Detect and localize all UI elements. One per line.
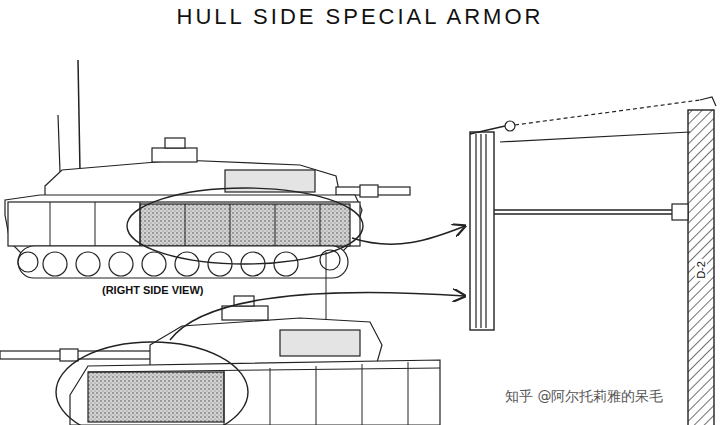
watermark: 知乎 @阿尔托莉雅的呆毛	[503, 388, 665, 406]
diagram-title: HULL SIDE SPECIAL ARMOR	[0, 4, 720, 30]
view-label: (RIGHT SIDE VIEW)	[100, 284, 205, 296]
drawing-number: D-2	[695, 259, 707, 281]
